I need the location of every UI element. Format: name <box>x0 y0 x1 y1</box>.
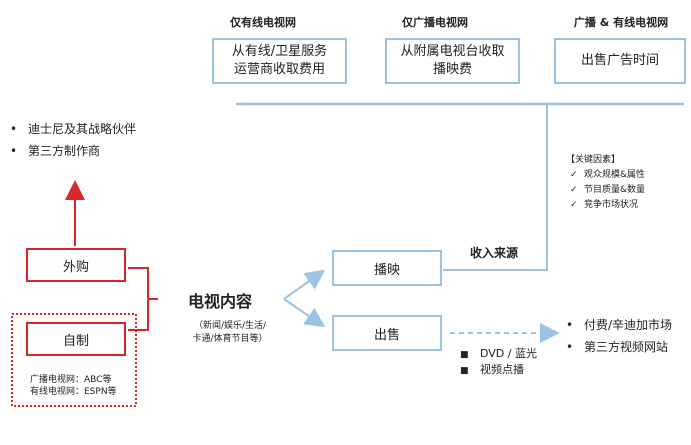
inhouse-frame <box>11 313 137 407</box>
sell-box: 出售 <box>332 315 442 351</box>
list-item: 竞争市场状况 <box>570 198 645 213</box>
sales-channels-list: 付费/辛迪加市场 第三方视频网站 <box>566 314 672 358</box>
sales-formats-list: DVD / 蓝光 视频点播 <box>460 346 537 378</box>
list-item: 第三方制作商 <box>10 140 136 162</box>
list-item: 第三方视频网站 <box>566 336 672 358</box>
partners-list: 迪士尼及其战略伙伴 第三方制作商 <box>10 118 136 162</box>
factors-list: 观众规模&属性 节目质量&数量 竞争市场状况 <box>570 168 645 213</box>
subtitle-line: 卡通/体育节目等） <box>192 334 268 344</box>
inhouse-note: 广播电视网：ABC等 有线电视网：ESPN等 <box>30 374 117 398</box>
list-item: DVD / 蓝光 <box>460 346 537 362</box>
note-line: 有线电视网：ESPN等 <box>30 387 117 397</box>
list-item: 视频点播 <box>460 362 537 378</box>
arrow-to-sell <box>283 298 326 328</box>
factors-title: 【关键因素】 <box>566 155 621 165</box>
list-item: 观众规模&属性 <box>570 168 645 183</box>
revenue-label: 收入来源 <box>470 246 519 260</box>
column-heading-broadcast: 仅广播电视网 <box>402 16 468 29</box>
subtitle-line: （新闻/娱乐/生活/ <box>193 321 267 331</box>
column-heading-cable: 仅有线电视网 <box>230 16 296 29</box>
outsource-box: 外购 <box>26 248 126 282</box>
inhouse-box: 自制 <box>26 322 126 356</box>
content-title: 电视内容 <box>188 292 253 311</box>
content-subtitle: （新闻/娱乐/生活/ 卡通/体育节目等） <box>180 320 280 346</box>
list-item: 节目质量&数量 <box>570 183 645 198</box>
red-bracket <box>128 267 158 331</box>
box-cable-fees: 从有线/卫星服务 运营商收取费用 <box>212 38 347 84</box>
arrow-to-broadcast <box>283 269 326 300</box>
box-affiliate-fees: 从附属电视台收取 播映费 <box>385 38 520 84</box>
list-item: 付费/辛迪加市场 <box>566 314 672 336</box>
note-line: 广播电视网：ABC等 <box>30 375 112 385</box>
column-heading-both: 广播 & 有线电视网 <box>573 16 669 29</box>
list-item: 迪士尼及其战略伙伴 <box>10 118 136 140</box>
broadcast-box: 播映 <box>332 250 442 286</box>
box-ad-sales: 出售广告时间 <box>554 38 686 84</box>
